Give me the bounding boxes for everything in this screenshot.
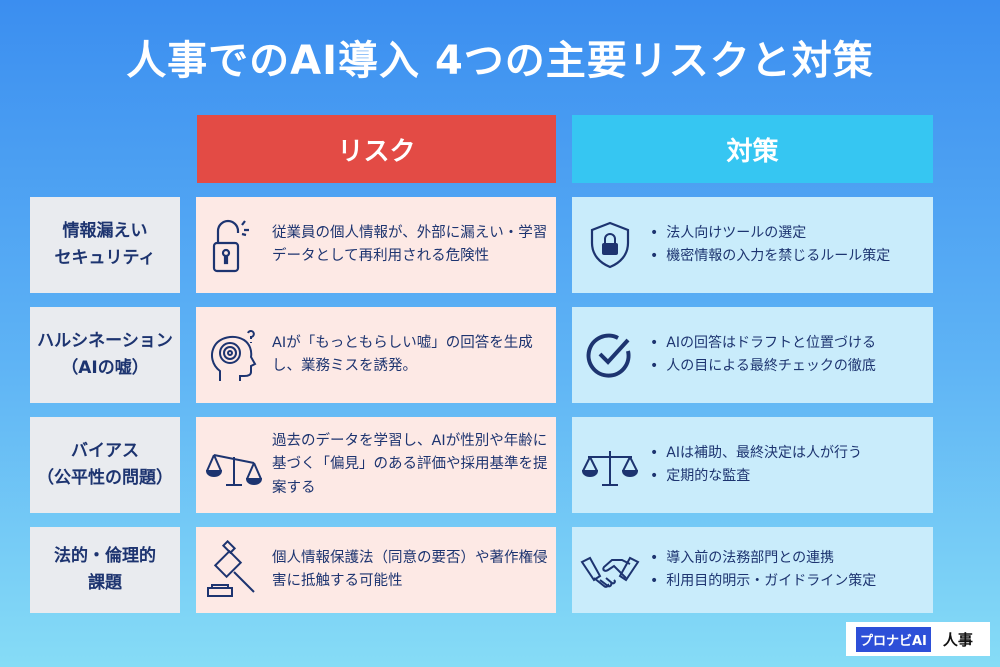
risk-cell: 従業員の個人情報が、外部に漏えい・学習データとして再利用される危険性: [196, 197, 556, 293]
confused-head-icon: [211, 330, 257, 381]
risk-category-label: バイアス （公平性の問題）: [30, 417, 180, 513]
countermeasure-cell: AIの回答はドラフトと位置づける人の目による最終チェックの徹底: [572, 307, 933, 403]
brand-logo: プロナビAI 人事: [846, 622, 990, 656]
risk-description: AIが「もっともらしい嘘」の回答を生成し、業務ミスを誘発。: [272, 334, 533, 374]
countermeasure-header: 対策: [572, 115, 933, 183]
unbalanced-scale-icon: [205, 454, 263, 486]
countermeasure-cell: AIは補助、最終決定は人が行う定期的な監査: [572, 417, 933, 513]
brand-logo-name: プロナビAI: [856, 626, 931, 652]
check-circle-icon: [586, 333, 631, 378]
risk-description: 個人情報保護法（同意の要否）や著作権侵害に抵触する可能性: [272, 549, 548, 589]
risk-row-hallucination: ハルシネーション （AIの嘘） AIが「もっともらしい嘘」の回答を生成し、業務ミ…: [0, 307, 1000, 403]
risk-cell: AIが「もっともらしい嘘」の回答を生成し、業務ミスを誘発。: [196, 307, 556, 403]
countermeasure-item: 機密情報の入力を禁じるルール策定: [650, 245, 890, 268]
countermeasure-item: 法人向けツールの選定: [650, 222, 890, 245]
countermeasure-cell: 導入前の法務部門との連携利用目的明示・ガイドライン策定: [572, 527, 933, 613]
risk-description: 従業員の個人情報が、外部に漏えい・学習データとして再利用される危険性: [272, 224, 548, 264]
risk-row-legal: 法的・倫理的 課題 個人情報保護法（同意の要否）や著作権侵害に抵触する可能性 導…: [0, 527, 1000, 613]
countermeasure-item: 導入前の法務部門との連携: [650, 547, 876, 570]
gavel-icon: [207, 540, 255, 597]
unlocked-padlock-icon: [212, 219, 249, 273]
handshake-icon: [580, 556, 640, 588]
shield-lock-icon: [590, 221, 630, 269]
countermeasure-item: 定期的な監査: [650, 465, 862, 488]
risk-row-bias: バイアス （公平性の問題） 過去のデータを学習し、AIが性別や年齢に基づく「偏見…: [0, 417, 1000, 513]
risk-row-info-leak: 情報漏えい セキュリティ 従業員の個人情報が、外部に漏えい・学習データとして再利…: [0, 197, 1000, 293]
risk-category-label: 法的・倫理的 課題: [30, 527, 180, 613]
brand-logo-sub: 人事: [942, 630, 973, 649]
risk-cell: 個人情報保護法（同意の要否）や著作権侵害に抵触する可能性: [196, 527, 556, 613]
countermeasure-item: AIの回答はドラフトと位置づける: [650, 332, 876, 355]
countermeasure-item: AIは補助、最終決定は人が行う: [650, 442, 862, 465]
countermeasure-cell: 法人向けツールの選定機密情報の入力を禁じるルール策定: [572, 197, 933, 293]
risk-category-label: 情報漏えい セキュリティ: [30, 197, 180, 293]
risk-header: リスク: [197, 115, 556, 183]
balanced-scale-icon: [581, 451, 639, 486]
countermeasure-item: 利用目的明示・ガイドライン策定: [650, 570, 876, 593]
page-title: 人事でのAI導入 4つの主要リスクと対策: [126, 38, 874, 84]
risk-description: 過去のデータを学習し、AIが性別や年齢に基づく「偏見」のある評価や採用基準を提案…: [272, 433, 548, 496]
countermeasure-item: 人の目による最終チェックの徹底: [650, 355, 876, 378]
risk-cell: 過去のデータを学習し、AIが性別や年齢に基づく「偏見」のある評価や採用基準を提案…: [196, 417, 556, 513]
risk-category-label: ハルシネーション （AIの嘘）: [30, 307, 180, 403]
